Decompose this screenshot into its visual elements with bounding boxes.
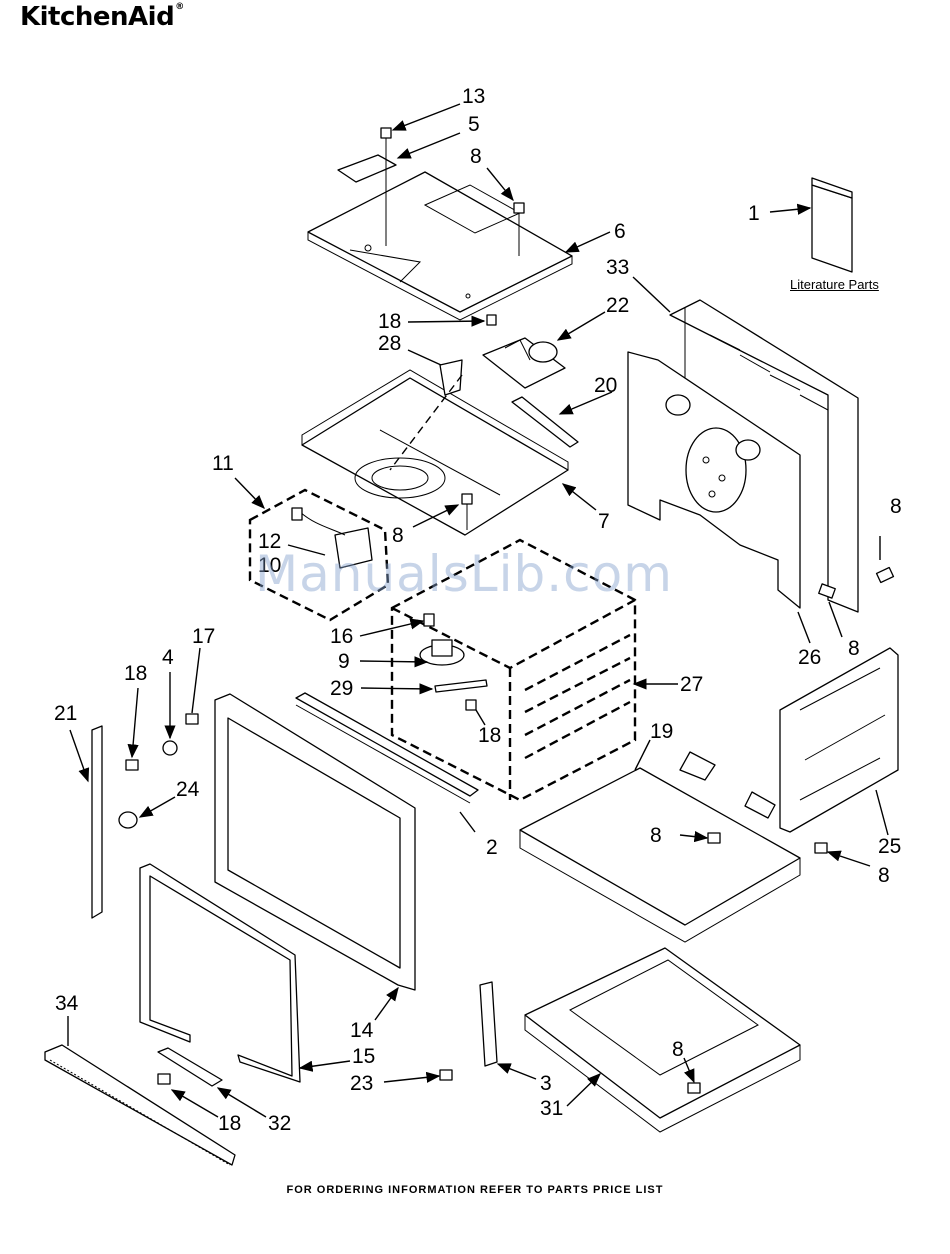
screw <box>186 714 198 724</box>
lower-shelf-panel <box>520 752 800 942</box>
callout: 18 <box>378 310 401 333</box>
top-bracket <box>338 155 396 182</box>
callout: 16 <box>330 625 353 648</box>
callout: 3 <box>540 1072 552 1095</box>
callout: 8 <box>878 864 890 887</box>
callout: 19 <box>650 720 673 743</box>
callout: 29 <box>330 677 353 700</box>
callout: 5 <box>468 113 480 136</box>
callout: 18 <box>478 724 501 747</box>
callout: 8 <box>890 495 902 518</box>
callout: 23 <box>350 1072 373 1095</box>
callout: 15 <box>352 1045 375 1068</box>
callout: 2 <box>486 836 498 859</box>
callout: 26 <box>798 646 821 669</box>
screw <box>466 700 476 710</box>
callout: 27 <box>680 673 703 696</box>
callout: 25 <box>878 835 901 858</box>
watermark: ManualsLib.com <box>255 545 673 603</box>
callout: 13 <box>462 85 485 108</box>
screw <box>688 1083 700 1093</box>
callout: 28 <box>378 332 401 355</box>
motor-assembly <box>483 338 565 388</box>
callout: 8 <box>470 145 482 168</box>
callout: 8 <box>848 637 860 660</box>
callout: 32 <box>268 1112 291 1135</box>
top-panel <box>308 172 572 320</box>
callout: 9 <box>338 650 350 673</box>
callout: 18 <box>124 662 147 685</box>
literature-parts-label: Literature Parts <box>790 277 879 292</box>
screw <box>815 843 827 853</box>
screw <box>440 1070 452 1080</box>
rail <box>512 397 578 447</box>
screw <box>158 1074 170 1084</box>
vent-trim <box>45 1045 235 1165</box>
callout: 7 <box>598 510 610 533</box>
callout: 14 <box>350 1019 374 1042</box>
literature-booklet <box>812 185 852 272</box>
callout: 8 <box>650 824 662 847</box>
callout: 24 <box>176 778 200 801</box>
knob-spacer <box>163 741 177 755</box>
screw <box>708 833 720 843</box>
upper-floor-panel <box>302 370 568 535</box>
side-trim <box>92 726 102 918</box>
callout: 6 <box>614 220 626 243</box>
screw <box>877 568 894 583</box>
callout: 22 <box>606 294 629 317</box>
callout: 21 <box>54 702 77 725</box>
callout: 18 <box>218 1112 241 1135</box>
screw <box>126 760 138 770</box>
callout: 17 <box>192 625 215 648</box>
callout: 4 <box>162 646 174 669</box>
callout: 20 <box>594 374 617 397</box>
sensor-rod <box>435 680 487 692</box>
ordering-footer: FOR ORDERING INFORMATION REFER TO PARTS … <box>0 1184 950 1196</box>
callout: 8 <box>392 524 404 547</box>
callout: 33 <box>606 256 629 279</box>
callout: 34 <box>55 992 79 1015</box>
hinge-bracket <box>480 982 497 1066</box>
callout: 1 <box>748 202 760 225</box>
grommet <box>119 812 137 828</box>
screw <box>487 315 496 325</box>
screw <box>462 494 472 504</box>
callout: 8 <box>672 1038 684 1061</box>
bottom-tray <box>525 948 800 1132</box>
callout: 11 <box>212 452 234 475</box>
convection-fan <box>420 614 464 665</box>
callout: 31 <box>540 1097 563 1120</box>
